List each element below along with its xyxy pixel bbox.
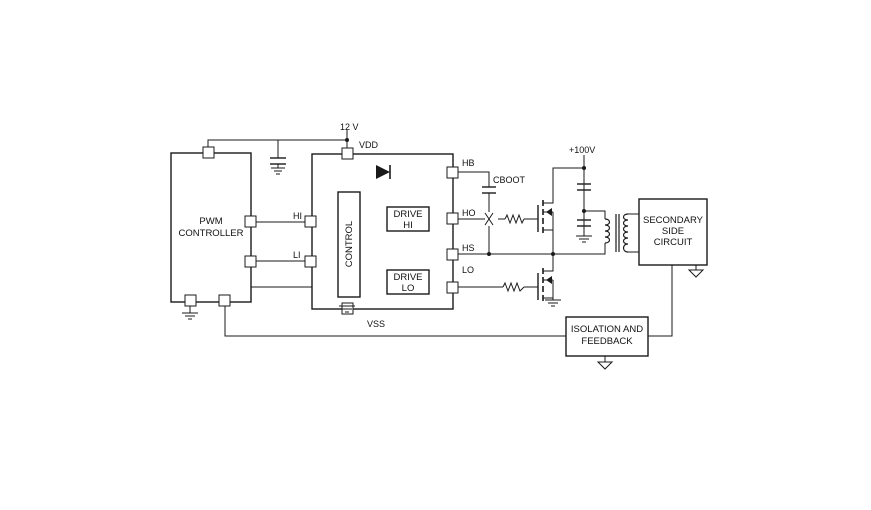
bulk-capacitor-lower-icon: [576, 219, 592, 243]
drive-hi-block: DRIVE HI: [386, 206, 430, 232]
hi-pin-label: HI: [293, 211, 302, 221]
isolation-line1: ISOLATION AND: [571, 324, 643, 335]
secondary-side-block: SECONDARY SIDE CIRCUIT: [638, 198, 708, 266]
vss-pin-label: VSS: [367, 319, 385, 329]
secondary-line2: SIDE: [662, 226, 684, 237]
drive-hi-line1: DRIVE: [393, 209, 422, 220]
low-side-gate-resistor-icon: [502, 281, 525, 293]
pwm-controller-block: PWM CONTROLLER: [170, 152, 252, 303]
drive-hi-line2: HI: [403, 220, 413, 231]
low-side-fet-ground-icon: [545, 299, 561, 307]
drive-lo-line1: DRIVE: [393, 272, 422, 283]
control-block: CONTROL: [337, 191, 361, 298]
secondary-line1: SECONDARY: [643, 215, 704, 226]
cboot-label: CBOOT: [493, 175, 526, 185]
isolation-line2: FEEDBACK: [581, 336, 633, 347]
supply-12v-label: 12 V: [340, 122, 359, 132]
transformer-icon: [604, 213, 629, 253]
secondary-ground-icon: [687, 269, 705, 278]
isolation-ground-icon: [596, 361, 614, 370]
li-pin-label: LI: [293, 250, 301, 260]
lo-pin-label: LO: [462, 265, 474, 275]
hs-pin-label: HS: [462, 243, 475, 253]
isolation-feedback-block: ISOLATION AND FEEDBACK: [565, 316, 649, 357]
low-side-mosfet-icon: [537, 262, 554, 301]
driver-ic-block: [311, 153, 454, 310]
hb-pin-label: HB: [462, 158, 475, 168]
pwm-ground-icon: [182, 312, 198, 320]
ho-pin-label: HO: [462, 208, 476, 218]
vdd-pin-label: VDD: [359, 140, 379, 150]
bootstrap-diode-icon: [376, 165, 391, 179]
drive-lo-line2: LO: [402, 283, 415, 294]
pwm-label-line2: CONTROLLER: [179, 228, 244, 239]
vdd-bypass-capacitor-icon: [270, 157, 286, 175]
high-side-mosfet-icon: [537, 190, 554, 233]
control-label: CONTROL: [344, 221, 355, 267]
pwm-label-line1: PWM: [199, 216, 222, 227]
high-side-gate-resistor-icon: [504, 213, 525, 225]
supply-100v-label: +100V: [569, 145, 595, 155]
ho-chevron-icon: [484, 212, 494, 226]
vss-ground-icon: [339, 305, 355, 313]
bulk-capacitor-upper-icon: [577, 183, 591, 191]
drive-lo-block: DRIVE LO: [386, 269, 430, 295]
secondary-line3: CIRCUIT: [654, 237, 693, 248]
cboot-capacitor-icon: [482, 186, 496, 194]
